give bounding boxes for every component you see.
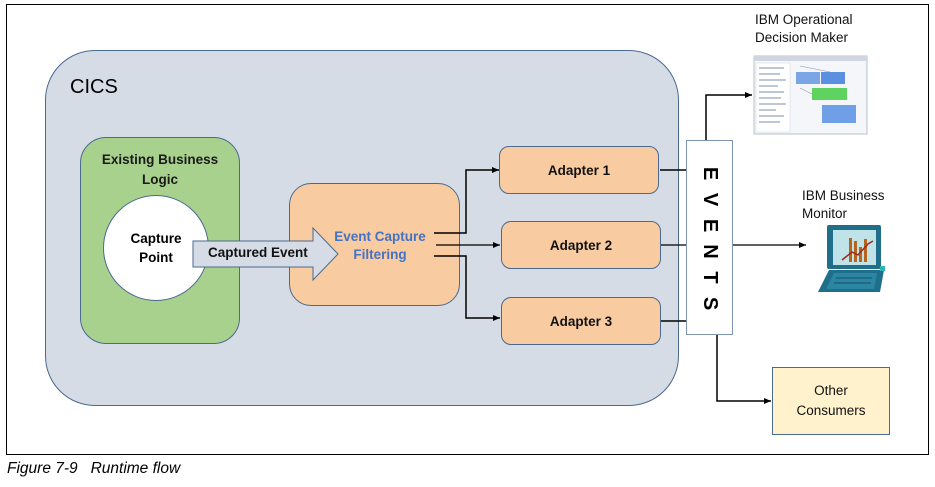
- captured-event-label: Captured Event: [208, 245, 308, 260]
- events-bus: [686, 140, 733, 335]
- adapter-2-label: Adapter 2: [549, 237, 613, 253]
- odm-screenshot-icon: [753, 55, 868, 135]
- existing-business-logic-label: Existing Business Logic: [101, 152, 219, 187]
- events-letter: S: [699, 296, 721, 311]
- figure-caption: Figure 7-9 Runtime flow: [7, 460, 180, 478]
- connector-filter-adapter1: [434, 167, 499, 234]
- business-monitor-label: IBM Business Monitor: [802, 188, 885, 221]
- cics-label: CICS: [70, 76, 118, 98]
- capture-point-circle: [103, 195, 209, 301]
- figure-frame: [6, 4, 929, 455]
- monitor-laptop-chart-icon: [818, 225, 885, 292]
- capture-point-label: Capture Point: [130, 231, 182, 265]
- odm-label: IBM Operational Decision Maker: [755, 12, 853, 45]
- captured-event-arrow: [192, 226, 339, 282]
- figure-number: Figure 7-9: [7, 460, 78, 477]
- connector-filter-adapter3: [434, 255, 500, 321]
- adapter-2-box: Adapter 2: [501, 221, 661, 269]
- adapter-3-label: Adapter 3: [549, 313, 613, 329]
- adapter-1-label: Adapter 1: [547, 162, 611, 178]
- connector-events-other: [716, 335, 771, 404]
- figure-title: Runtime flow: [90, 460, 181, 477]
- event-capture-filtering-label: Event Capture Filtering: [334, 229, 426, 262]
- other-consumers-box: Other Consumers: [772, 367, 890, 435]
- connector-events-odm: [705, 92, 752, 140]
- adapter-3-box: Adapter 3: [501, 297, 661, 345]
- adapter-1-box: Adapter 1: [499, 146, 659, 194]
